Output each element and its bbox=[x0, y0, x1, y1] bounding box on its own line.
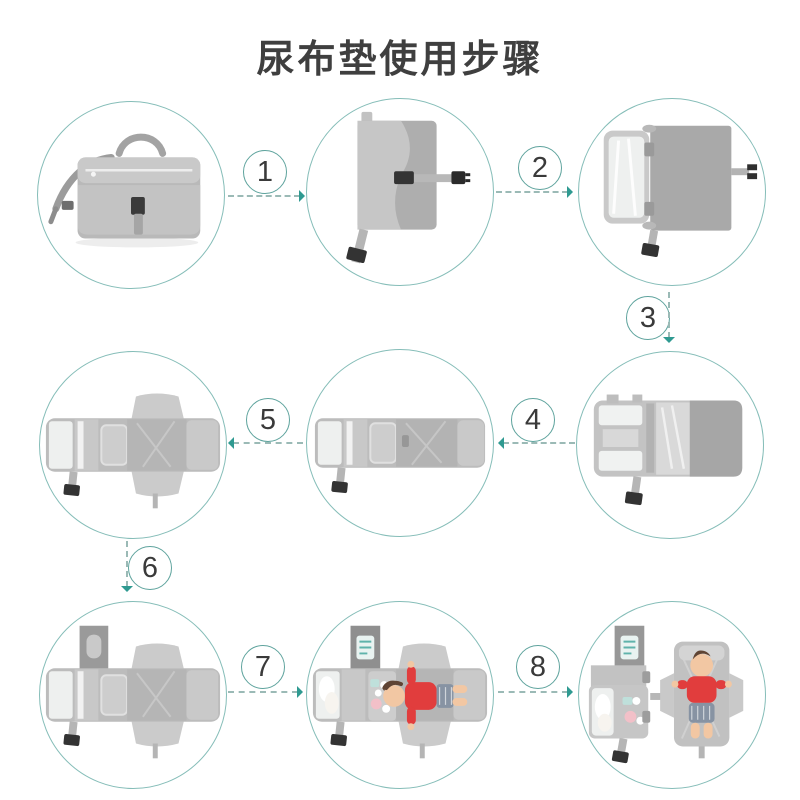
diaper-pad-first-unfold-icon bbox=[603, 124, 758, 257]
arrowhead-icon bbox=[567, 686, 579, 698]
arrowhead-icon bbox=[492, 437, 504, 449]
step-number: 3 bbox=[639, 301, 657, 334]
stage-1-folded-bag bbox=[37, 101, 225, 289]
arrowhead-icon bbox=[222, 437, 234, 449]
arrow-right-icon bbox=[228, 686, 303, 698]
step-number: 8 bbox=[529, 650, 547, 683]
step-badge-3: 3 bbox=[626, 296, 670, 340]
arrow-right-icon bbox=[496, 186, 573, 198]
stage-4-second-unfold bbox=[576, 351, 764, 539]
step-number: 7 bbox=[254, 650, 272, 683]
step-badge-5: 5 bbox=[246, 398, 290, 442]
step-number: 1 bbox=[256, 155, 274, 188]
arrow-left-icon bbox=[498, 437, 575, 449]
arrow-right-icon bbox=[228, 190, 305, 202]
diaper-pad-fully-open-strip-icon bbox=[314, 418, 486, 494]
step-badge-6: 6 bbox=[128, 546, 172, 590]
arrowhead-icon bbox=[663, 337, 675, 349]
arrowhead-icon bbox=[121, 586, 133, 598]
arrow-down-icon bbox=[121, 541, 133, 592]
stage-8-in-use bbox=[306, 601, 494, 789]
arrowhead-icon bbox=[299, 190, 311, 202]
step-number: 4 bbox=[524, 403, 542, 436]
arrow-left-icon bbox=[228, 437, 303, 449]
diaper-pad-wings-open-icon bbox=[45, 393, 221, 509]
step-number: 2 bbox=[531, 151, 549, 184]
step-badge-7: 7 bbox=[241, 645, 285, 689]
diaper-pad-in-use-baby-icon bbox=[312, 625, 488, 759]
arrowhead-icon bbox=[567, 186, 579, 198]
stage-3-first-unfold bbox=[578, 98, 766, 286]
baby-figure bbox=[382, 660, 468, 731]
diaper-pad-wipes-flap-open-icon bbox=[45, 625, 221, 759]
stage-2-top-view bbox=[306, 98, 494, 286]
arrow-right-icon bbox=[498, 686, 573, 698]
step-badge-1: 1 bbox=[243, 150, 287, 194]
stage-5-fully-open bbox=[306, 349, 494, 537]
stage-6-wings-open bbox=[39, 351, 227, 539]
stage-7-wipes-flap bbox=[39, 601, 227, 789]
step-badge-4: 4 bbox=[511, 398, 555, 442]
arrowhead-icon bbox=[297, 686, 309, 698]
step-badge-2: 2 bbox=[518, 146, 562, 190]
step-number: 6 bbox=[141, 551, 159, 584]
stage-9-final bbox=[578, 601, 766, 789]
folded-diaper-bag-front-icon bbox=[48, 133, 201, 248]
arrow-down-icon bbox=[663, 292, 675, 343]
step-badge-8: 8 bbox=[516, 645, 560, 689]
page-title: 尿布垫使用步骤 bbox=[256, 39, 544, 81]
baby-figure bbox=[671, 650, 732, 739]
diaper-pad-top-view-buckled-icon bbox=[346, 111, 471, 264]
step-number: 5 bbox=[259, 403, 277, 436]
diaper-pad-final-baby-lying-icon bbox=[588, 625, 744, 764]
diaper-pad-second-unfold-icon bbox=[593, 394, 743, 506]
